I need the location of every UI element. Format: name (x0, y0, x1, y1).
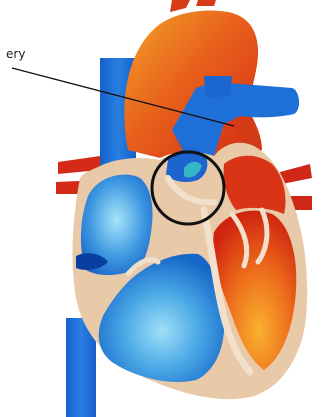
pulmonary-artery-left-stub (204, 76, 232, 98)
left-atrium (224, 156, 286, 214)
aorta-branch (196, 0, 216, 6)
aorta-branch (170, 0, 190, 12)
pointer-label: ery (6, 47, 25, 61)
pulmonary-vein (280, 164, 312, 184)
